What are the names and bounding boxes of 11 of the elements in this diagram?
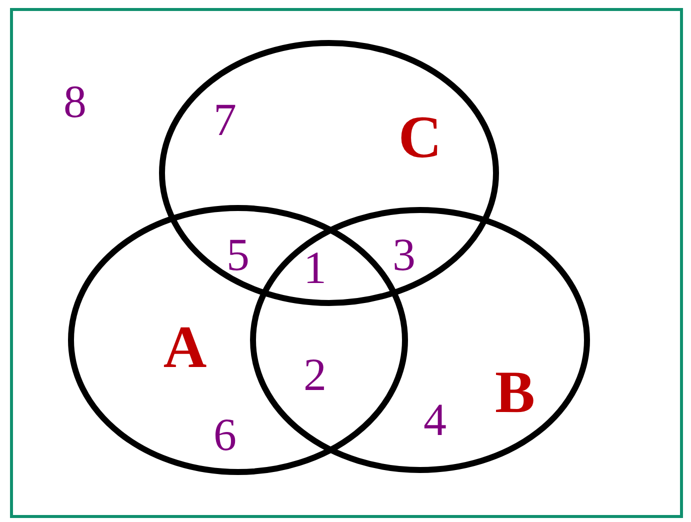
region-number: 7 <box>214 97 236 143</box>
set-name: C <box>398 107 442 167</box>
region-number: 4 <box>424 397 446 443</box>
region-number: 2 <box>304 352 326 398</box>
region-number: 8 <box>64 79 86 125</box>
region-number: 1 <box>304 245 326 291</box>
region-number: 6 <box>214 412 236 458</box>
region-number: 3 <box>392 232 416 278</box>
set-name: B <box>494 362 536 422</box>
region-number: 5 <box>226 232 250 278</box>
set-name: A <box>163 317 207 377</box>
